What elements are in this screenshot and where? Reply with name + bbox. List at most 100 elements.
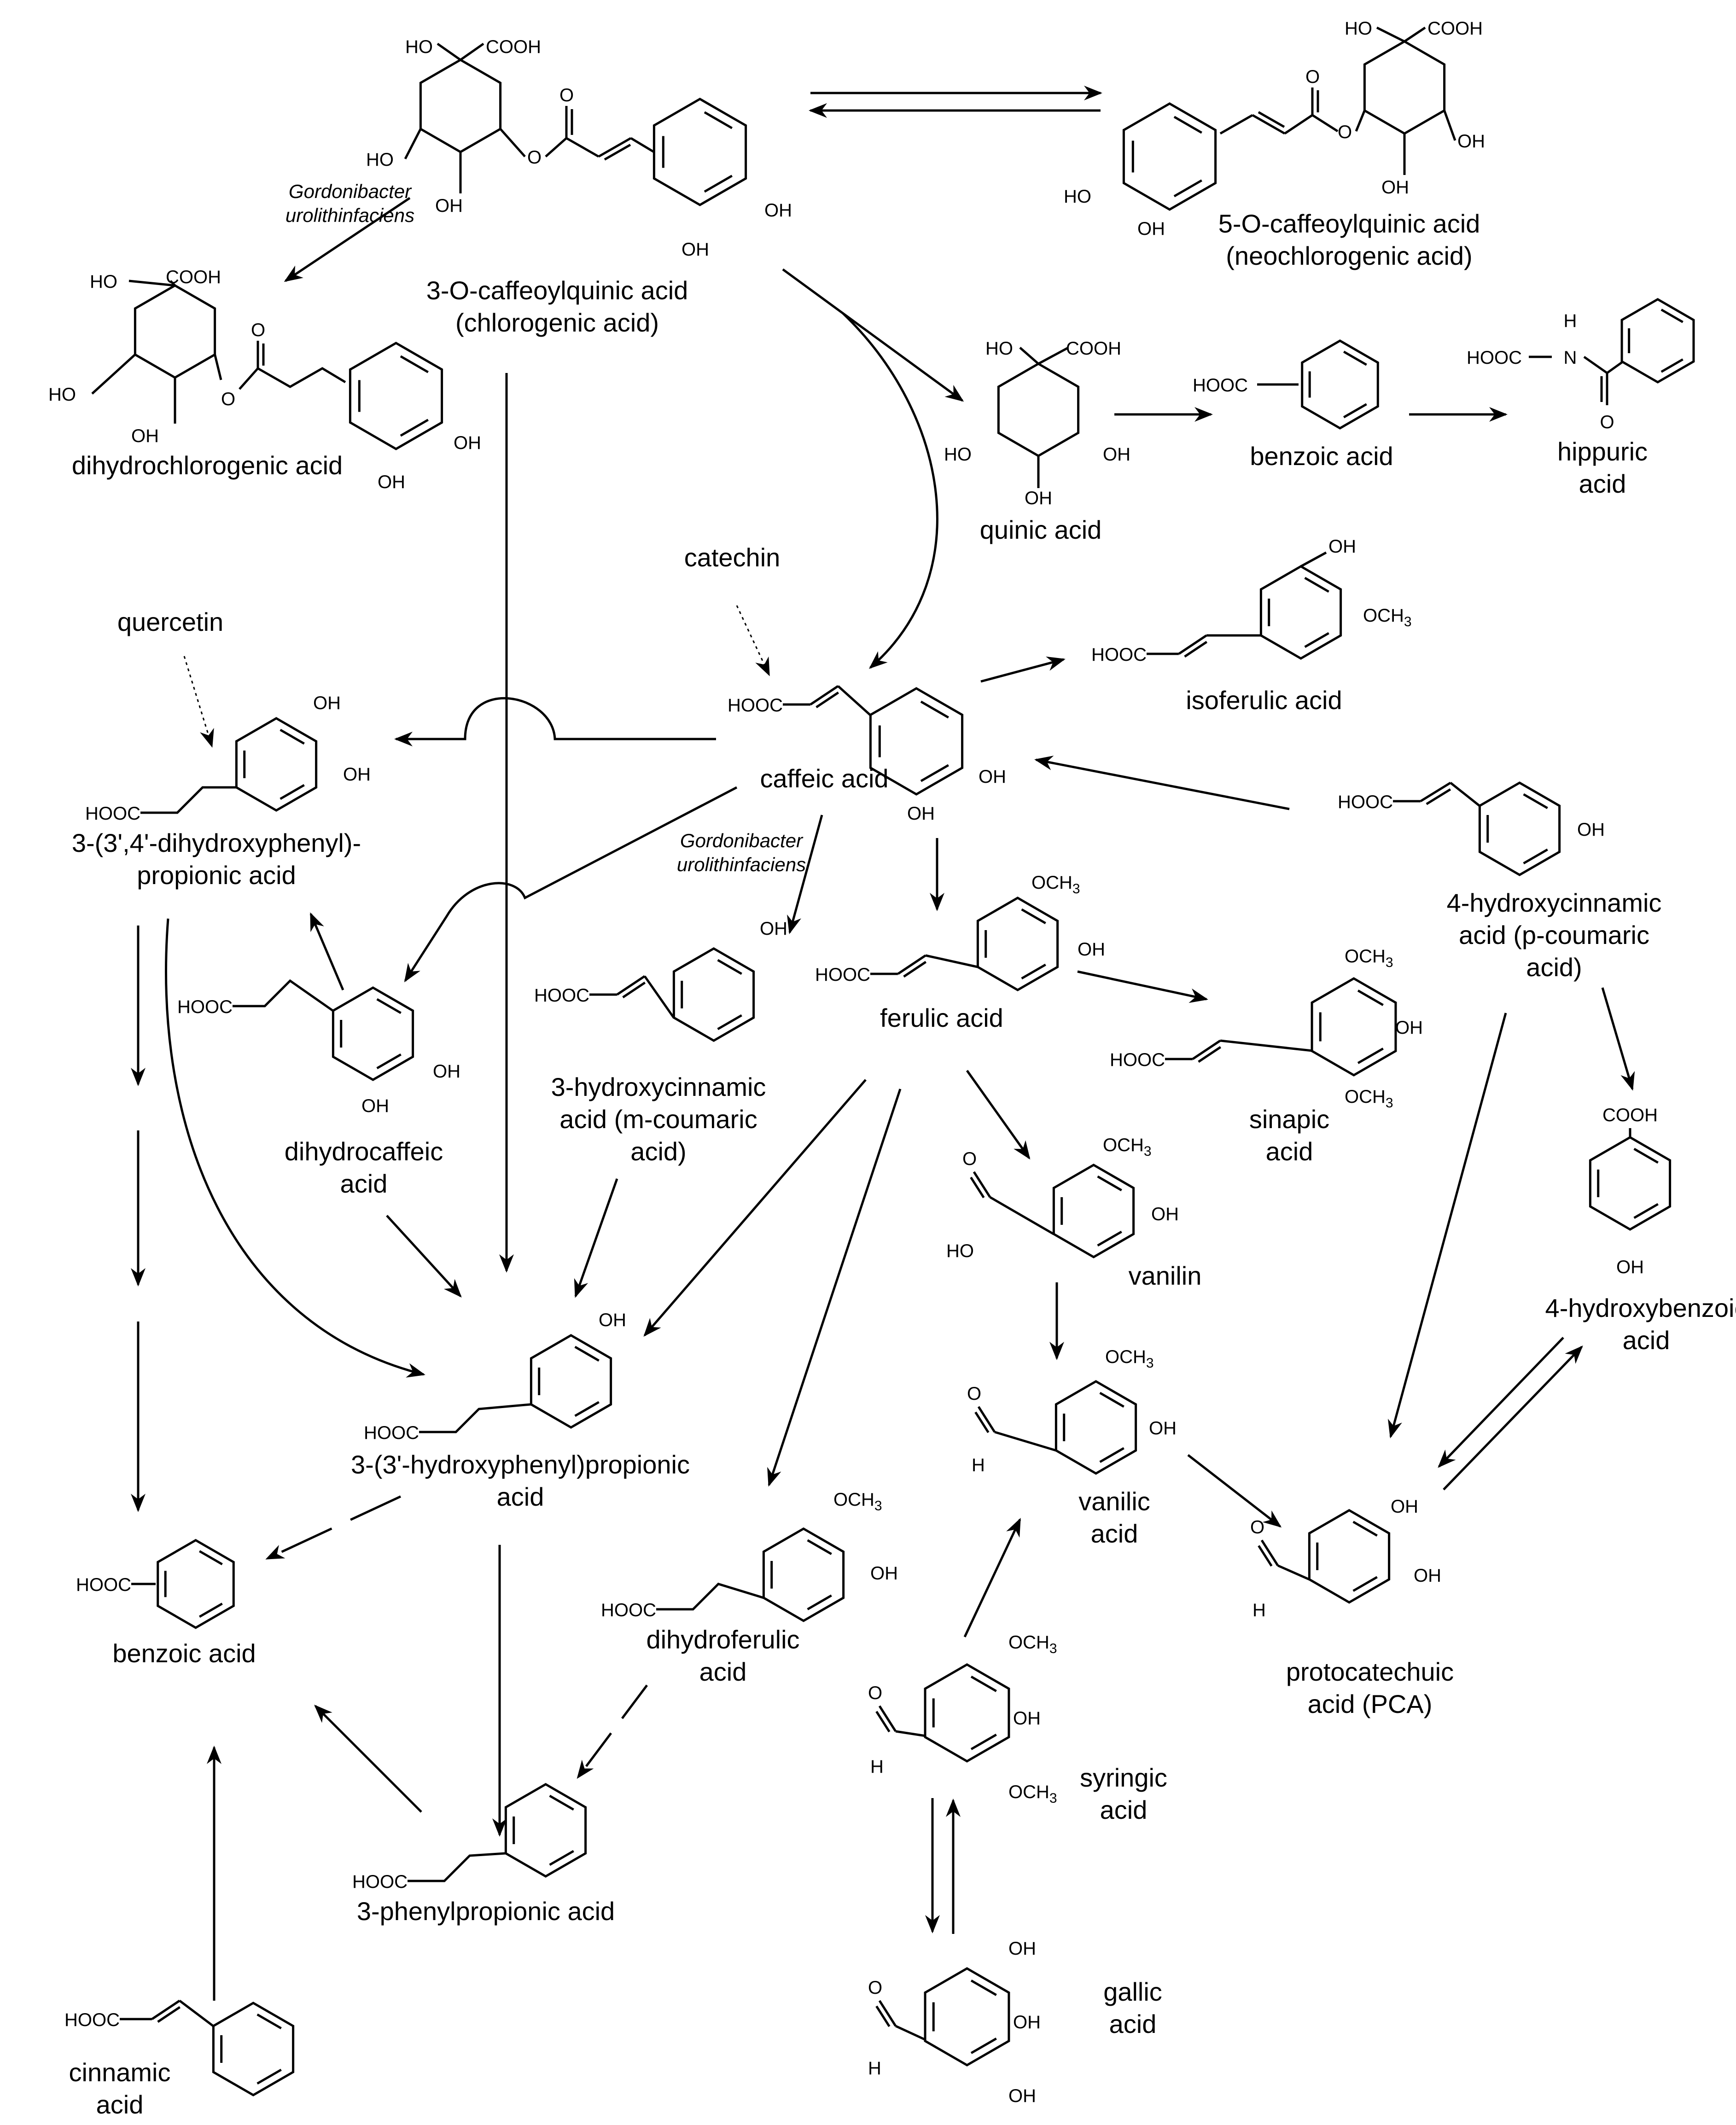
double-bond	[1258, 111, 1285, 128]
arrow-dihydrocaffeic-to-dhpp	[309, 912, 344, 990]
group-ho: HO	[366, 150, 394, 170]
double-bond	[1260, 1539, 1279, 1566]
aromatic-double-bond	[807, 1539, 832, 1555]
aromatic-double-bond	[970, 1734, 997, 1750]
label-line: 3-hydroxycinnamic	[551, 1072, 766, 1101]
group-ho: HO	[985, 338, 1013, 359]
double-bond	[598, 137, 632, 158]
group-oh: OH	[907, 803, 935, 824]
catechol-ring-pca	[1308, 1509, 1391, 1604]
aromatic-double-bond	[717, 1014, 742, 1030]
aromatic-double-bond	[1099, 1447, 1124, 1463]
group-oh: OH	[1414, 1566, 1441, 1586]
bond	[1019, 347, 1039, 365]
double-bond	[151, 1999, 181, 2020]
label-line: quinic acid	[980, 515, 1102, 544]
double-bond	[1192, 1039, 1221, 1060]
label-line: urolithinfaciens	[285, 204, 414, 226]
arrow-hydroxybenzoic-to-pca	[1438, 1337, 1564, 1468]
quinic-ring-dihydrochlorogenic	[134, 284, 216, 379]
phenol-ring-mcoumaric	[672, 947, 755, 1042]
bond	[437, 42, 461, 61]
aromatic-double-bond	[549, 1850, 574, 1866]
label-line: acid (m-coumaric	[559, 1105, 757, 1134]
bond-chain	[239, 367, 346, 390]
bond	[499, 128, 526, 157]
arrow-pcoumaric-to-caffeic	[1034, 756, 1290, 810]
aromatic-double-bond	[807, 1594, 832, 1611]
double-bond	[1420, 781, 1451, 803]
compound-name-ferulic: ferulic acid	[880, 1003, 1003, 1032]
bond	[1300, 551, 1327, 568]
bond-chain	[1583, 355, 1624, 375]
group-oh: OH	[435, 196, 463, 216]
label-line: acid (p-coumaric	[1459, 920, 1649, 949]
label-line: acid	[497, 1482, 544, 1511]
double-bond	[616, 975, 646, 996]
label-line: acid	[1623, 1326, 1670, 1355]
bond	[1220, 1039, 1313, 1052]
label-line: Gordonibacter	[680, 830, 804, 851]
double-bond	[816, 691, 839, 709]
double-bond	[977, 1406, 996, 1433]
group-oh: OH	[1008, 1939, 1036, 1959]
benzene-ring-benzoic-bottom	[157, 1539, 235, 1629]
group-o: O	[1250, 1517, 1264, 1537]
bond	[169, 280, 176, 286]
group-cooh: COOH	[1602, 1105, 1658, 1125]
compound-name-quercetin: quercetin	[117, 607, 223, 636]
label-line: vanilin	[1129, 1261, 1202, 1290]
group-h: H	[972, 1455, 985, 1475]
group-o: O	[962, 1149, 977, 1169]
bond	[925, 954, 978, 968]
aromatic-double-bond	[1523, 848, 1548, 865]
aromatic-double-bond	[1304, 576, 1329, 593]
group-oh: OH	[1391, 1496, 1418, 1517]
label-line: gallic	[1103, 1977, 1162, 2006]
arrow-pcoumaric-to-pca	[1388, 1013, 1507, 1438]
aromatic-double-bond	[1099, 1391, 1124, 1408]
double-bond	[903, 961, 927, 978]
bond-chain	[545, 136, 600, 158]
group-ho: HO	[1345, 18, 1372, 39]
catechol-ring-dihydrocaffeic	[332, 986, 414, 1081]
double-bond	[878, 2000, 897, 2027]
bond	[837, 685, 871, 716]
arrow-caffeic-to-isoferulic	[980, 656, 1066, 683]
double-bond	[1258, 1545, 1273, 1567]
reaction-arrows	[131, 86, 1635, 2001]
double-bond	[875, 1711, 891, 1733]
group-hooc: HOOC	[64, 2010, 120, 2030]
aromatic-double-bond	[280, 728, 305, 745]
aromatic-double-bond	[920, 700, 949, 719]
group-o: O	[1600, 412, 1614, 432]
group-oh: OH	[378, 472, 405, 492]
arrow-phenylpropionic-to-benzoic	[314, 1705, 422, 1813]
aromatic-double-bond	[1097, 1230, 1122, 1247]
bond	[1037, 346, 1069, 365]
label-line: dihydroferulic	[646, 1625, 799, 1654]
aromatic-double-bond	[1343, 403, 1367, 419]
aromatic-double-bond	[549, 1794, 574, 1811]
label-line: sinapic	[1249, 1105, 1329, 1134]
bond	[1376, 26, 1405, 43]
group-oh: OH	[1151, 1204, 1179, 1224]
group-oh: OH	[1328, 536, 1356, 557]
benzene-ring-syringic	[924, 1663, 1010, 1763]
arrow-vanilic-to-pca	[1187, 1454, 1282, 1528]
group-hooc: HOOC	[177, 997, 233, 1017]
group-och3: OCH3	[1363, 605, 1412, 629]
double-bond	[1426, 788, 1451, 805]
label-line: dihydrocaffeic	[285, 1137, 443, 1166]
group-oh: OH	[433, 1061, 460, 1082]
aromatic-double-bond	[1357, 1048, 1384, 1064]
group-ho: HO	[1064, 186, 1091, 207]
label-line: 3-O-caffeoylquinic acid	[426, 276, 688, 305]
group-och3: OCH3	[1105, 1347, 1154, 1371]
group-hooc: HOOC	[1091, 645, 1147, 665]
aromatic-double-bond	[1660, 358, 1684, 373]
group-ho: HO	[48, 384, 76, 405]
